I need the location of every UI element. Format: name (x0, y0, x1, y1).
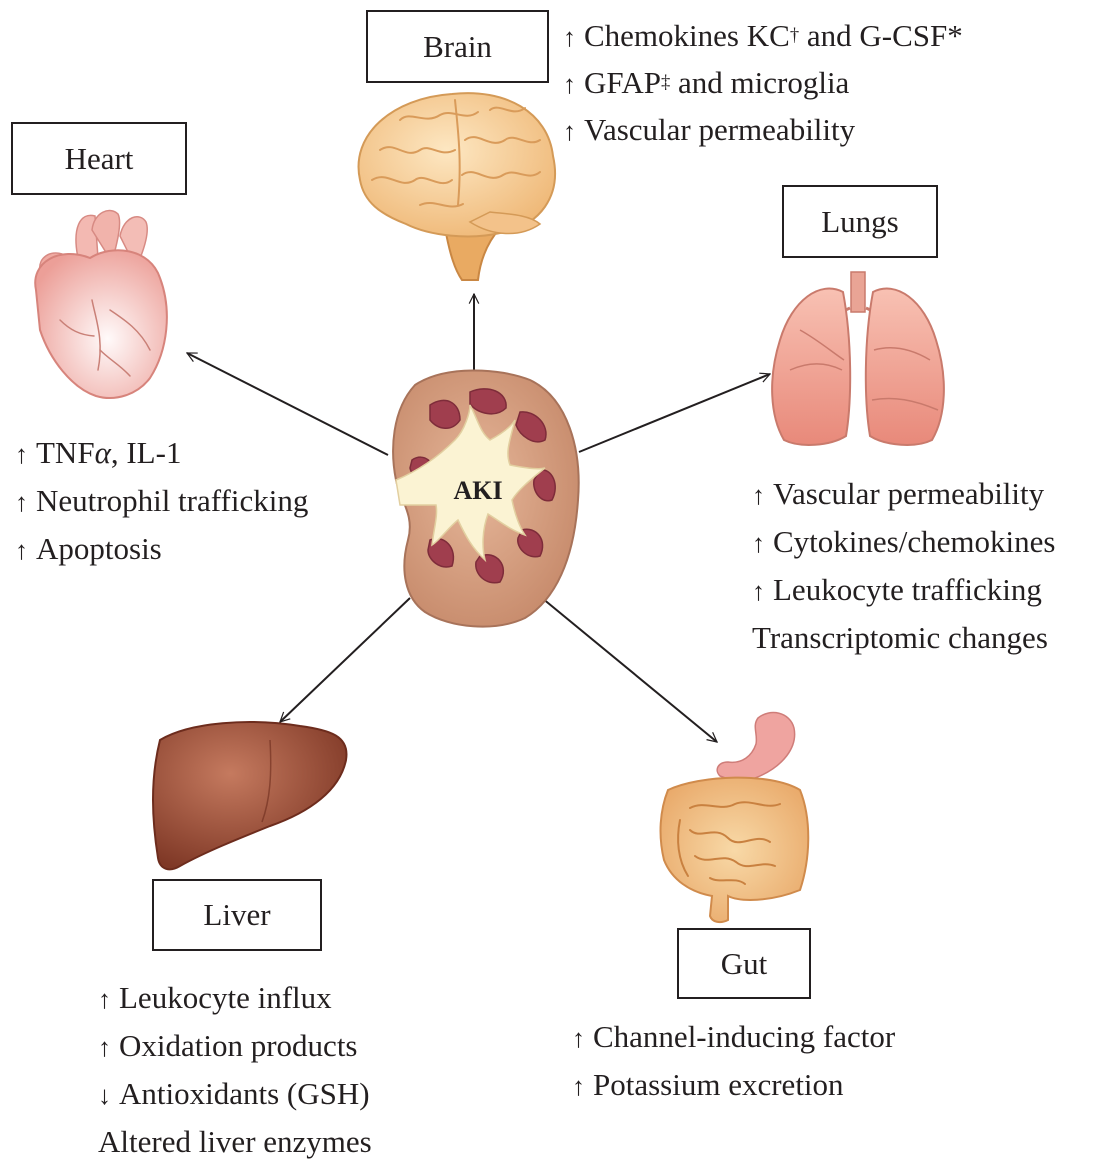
brain-effect-text: Chemokines KC (584, 18, 790, 53)
brain-effect-line: ↑ GFAP‡ and microglia (563, 60, 963, 107)
brain-effect-text: † (790, 25, 799, 46)
heart-title-box: Heart (11, 122, 187, 195)
liver-effect-line: ↑ Oxidation products (98, 1023, 372, 1071)
heart-effect-text: α (95, 435, 111, 470)
gut-effect-line: ↑ Channel-inducing factor (572, 1014, 895, 1062)
lungs-effect-text: Leukocyte trafficking (773, 572, 1042, 607)
brain-effect-text: Vascular permeability (584, 112, 855, 147)
brain-illustration (359, 93, 555, 280)
arrow-to-gut (542, 598, 717, 742)
up-arrow-icon: ↑ (15, 488, 28, 517)
up-arrow-icon: ↑ (752, 577, 765, 606)
liver-effect-text: Antioxidants (GSH) (119, 1076, 370, 1111)
gut-effect-line: ↑ Potassium excretion (572, 1062, 895, 1110)
up-arrow-icon: ↑ (98, 985, 111, 1014)
brain-effect-line: ↑ Chemokines KC† and G-CSF* (563, 13, 963, 60)
brain-title-box: Brain (366, 10, 549, 83)
gut-illustration (661, 713, 809, 923)
heart-effect-line: ↑ Neutrophil trafficking (15, 478, 308, 526)
lungs-effect-line: ↑ Leukocyte trafficking (752, 567, 1055, 615)
lungs-effects: ↑ Vascular permeability ↑ Cytokines/chemoki… (752, 471, 1055, 661)
up-arrow-icon: ↑ (572, 1024, 585, 1053)
lungs-title-box: Lungs (782, 185, 938, 258)
brain-effect-text: GFAP (584, 65, 661, 100)
lungs-effect-line: Transcriptomic changes (752, 615, 1055, 661)
arrow-to-lungs (579, 374, 770, 452)
up-arrow-icon: ↑ (752, 529, 765, 558)
up-arrow-icon: ↑ (563, 70, 576, 99)
liver-effect-line: ↓ Antioxidants (GSH) (98, 1071, 372, 1119)
gut-effect-text: Potassium excretion (593, 1067, 844, 1102)
up-arrow-icon: ↑ (752, 481, 765, 510)
gut-title: Gut (721, 946, 768, 982)
kidney-label: AKI (448, 476, 508, 506)
liver-title: Liver (203, 897, 270, 933)
lungs-title: Lungs (821, 204, 899, 240)
liver-illustration (153, 722, 347, 869)
lungs-effect-text: Transcriptomic changes (752, 620, 1048, 655)
heart-effect-line: ↑ Apoptosis (15, 526, 308, 574)
brain-title: Brain (423, 29, 492, 65)
brain-effect-text: and microglia (670, 65, 849, 100)
brain-effects: ↑ Chemokines KC† and G-CSF* ↑ GFAP‡ and mic… (563, 13, 963, 154)
heart-effect-text: TNF (36, 435, 95, 470)
heart-title: Heart (65, 141, 134, 177)
heart-effect-text: Neutrophil trafficking (36, 483, 308, 518)
brain-effect-line: ↑ Vascular permeability (563, 107, 963, 154)
liver-effect-line: Altered liver enzymes (98, 1119, 372, 1165)
gut-title-box: Gut (677, 928, 811, 999)
lungs-effect-text: Vascular permeability (773, 476, 1044, 511)
up-arrow-icon: ↑ (563, 117, 576, 146)
down-arrow-icon: ↓ (98, 1081, 111, 1110)
heart-effects: ↑ TNFα, IL-1 ↑ Neutrophil trafficking ↑ Apopt… (15, 430, 308, 574)
up-arrow-icon: ↑ (572, 1072, 585, 1101)
up-arrow-icon: ↑ (563, 23, 576, 52)
brain-effect-text: ‡ (661, 72, 670, 93)
arrow-to-liver (280, 598, 410, 722)
heart-effect-line: ↑ TNFα, IL-1 (15, 430, 308, 478)
lungs-effect-line: ↑ Vascular permeability (752, 471, 1055, 519)
liver-effect-line: ↑ Leukocyte influx (98, 975, 372, 1023)
heart-effect-text: , IL-1 (111, 435, 182, 470)
liver-effect-text: Leukocyte influx (119, 980, 332, 1015)
gut-effect-text: Channel-inducing factor (593, 1019, 895, 1054)
liver-title-box: Liver (152, 879, 322, 951)
liver-effects: ↑ Leukocyte influx ↑ Oxidation products ↓ Ant… (98, 975, 372, 1165)
lungs-illustration (772, 272, 944, 445)
heart-illustration (35, 211, 167, 398)
up-arrow-icon: ↑ (15, 536, 28, 565)
heart-effect-text: Apoptosis (36, 531, 162, 566)
liver-effect-text: Oxidation products (119, 1028, 358, 1063)
lungs-effect-text: Cytokines/chemokines (773, 524, 1055, 559)
lungs-effect-line: ↑ Cytokines/chemokines (752, 519, 1055, 567)
brain-effect-text: and G-CSF* (799, 18, 963, 53)
gut-effects: ↑ Channel-inducing factor ↑ Potassium excre… (572, 1014, 895, 1110)
up-arrow-icon: ↑ (15, 440, 28, 469)
up-arrow-icon: ↑ (98, 1033, 111, 1062)
